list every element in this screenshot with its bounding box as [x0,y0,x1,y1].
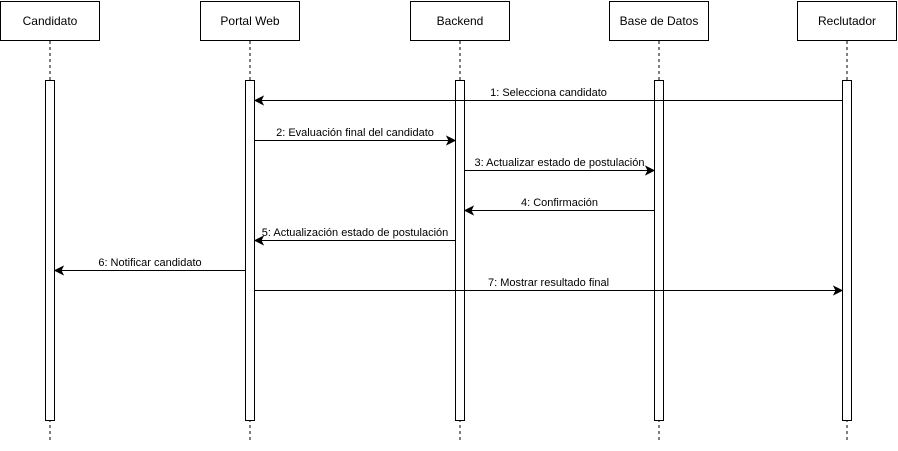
message-arrowhead-1 [253,95,265,106]
message-label-7: 7: Mostrar resultado final [488,277,609,289]
message-label-1: 1: Selecciona candidato [490,87,607,99]
message-arrowhead-7 [832,285,844,296]
message-arrowhead-5 [253,235,265,246]
message-label-6: 6: Notificar candidato [98,257,201,269]
participant-label-candidato: Candidato [23,14,78,28]
participant-box-candidato [0,1,100,41]
message-arrowhead-3 [644,165,656,176]
message-arrowhead-2 [445,135,457,146]
activation-bar-backend [455,80,465,421]
activation-bar-candidato [45,80,55,421]
activation-bar-portal [245,80,255,421]
message-label-4: 4: Confirmación [521,197,598,209]
participant-box-bd [609,1,709,41]
activation-bar-reclutador [842,80,852,421]
message-label-2: 2: Evaluación final del candidato [276,127,434,139]
participant-box-reclutador [797,1,897,41]
participant-label-reclutador: Reclutador [818,14,876,28]
message-label-5: 5: Actualización estado de postulación [262,227,449,239]
message-arrowhead-6 [53,265,65,276]
participant-label-bd: Base de Datos [620,14,699,28]
participant-label-portal: Portal Web [220,14,279,28]
activation-bar-bd [654,80,664,421]
participant-box-backend [410,1,510,41]
message-label-3: 3: Actualizar estado de postulación [474,157,644,169]
message-arrowhead-4 [463,205,475,216]
participant-box-portal [200,1,300,41]
participant-label-backend: Backend [437,14,484,28]
